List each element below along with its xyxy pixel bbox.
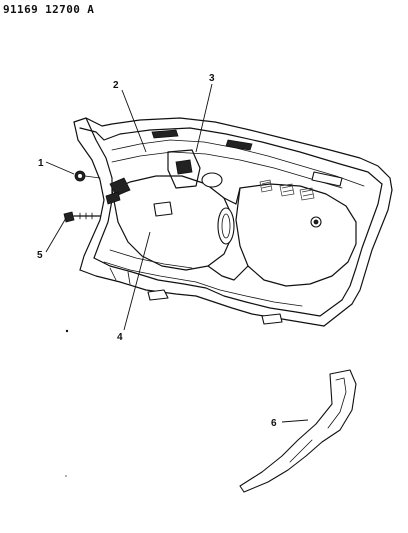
- callout-6: 6: [271, 418, 277, 429]
- callout-leaders: [45, 83, 309, 423]
- callout-2: 2: [113, 80, 119, 91]
- callout-5: 5: [37, 250, 43, 261]
- scan-artifact-dot: [65, 475, 67, 477]
- callout-1: 1: [38, 158, 44, 169]
- callout-3: 3: [209, 73, 215, 84]
- callout-4: 4: [117, 332, 123, 343]
- dash-panel-silencer: [73, 117, 393, 327]
- screw-fastener: [63, 211, 101, 223]
- insulator-pad: [239, 369, 357, 493]
- scan-artifact-dot: [65, 329, 69, 333]
- push-nut-fastener: [74, 170, 101, 182]
- document-number: 91169 12700 A: [3, 3, 95, 16]
